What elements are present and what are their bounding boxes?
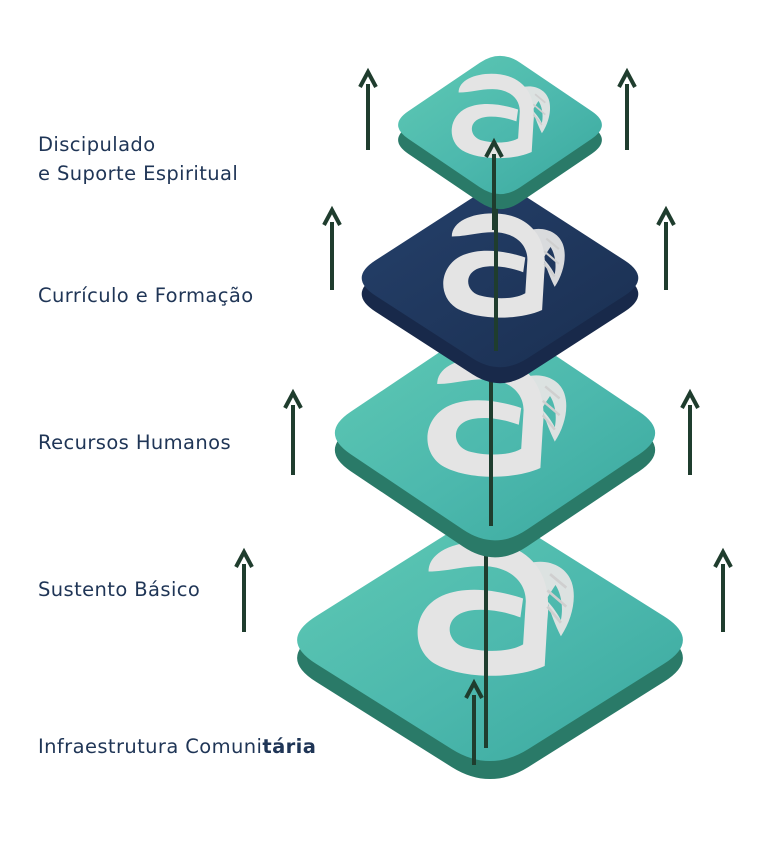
label-recursos-humanos: Recursos Humanos [38, 428, 231, 457]
label-infraestrutura-text: Infraestrutura Comunitária [38, 732, 316, 761]
up-arrow-sustento-right [713, 547, 733, 632]
up-arrow-center-base [464, 678, 484, 765]
up-arrow-icon [464, 678, 484, 699]
up-arrow-icon [484, 137, 504, 158]
up-arrow-icon [358, 67, 378, 88]
up-arrow-icon [656, 205, 676, 226]
up-arrow-discipulado-left [358, 67, 378, 150]
up-arrow-center-top [484, 137, 504, 230]
up-arrow-curriculo-right [656, 205, 676, 290]
label-discipulado: Discipulado e Suporte Espiritual [38, 130, 238, 188]
label-sustento: Sustento Básico [38, 575, 200, 604]
label-discipulado-line2: e Suporte Espiritual [38, 162, 239, 185]
label-discipulado-line1: Discipulado [38, 133, 156, 156]
up-arrow-icon [234, 547, 254, 568]
wing-logo-icon [451, 73, 551, 159]
label-recursos-humanos-text: Recursos Humanos [38, 431, 232, 454]
wing-logo-icon [427, 357, 567, 477]
platform-curriculo-top [361, 188, 639, 368]
label-curriculo-text: Currículo e Formação [38, 284, 254, 307]
up-arrow-icon [283, 388, 303, 409]
label-infra-plain: Infraestrutura Comuni [38, 735, 263, 758]
up-arrow-icon [617, 67, 637, 88]
up-arrow-recursos-left [283, 388, 303, 475]
label-infraestrutura: Infraestrutura Comunitária [38, 732, 316, 761]
label-curriculo: Currículo e Formação [38, 281, 254, 310]
platform-discipulado-top [398, 55, 602, 195]
platform-discipulado [398, 55, 602, 210]
platform-infraestrutura-top [297, 518, 683, 762]
wing-logo-icon [417, 541, 574, 676]
up-arrow-icon [680, 388, 700, 409]
platform-sustento [334, 325, 656, 558]
platform-sustento-top [334, 325, 656, 541]
up-arrow-recursos-right [680, 388, 700, 475]
up-arrow-discipulado-right [617, 67, 637, 150]
label-sustento-text: Sustento Básico [38, 578, 201, 601]
up-arrow-curriculo-left [322, 205, 342, 290]
platform-curriculo [361, 188, 639, 384]
label-infra-bold: tária [262, 735, 317, 758]
up-arrow-icon [713, 547, 733, 568]
up-arrow-sustento-left [234, 547, 254, 632]
up-arrow-icon [322, 205, 342, 226]
